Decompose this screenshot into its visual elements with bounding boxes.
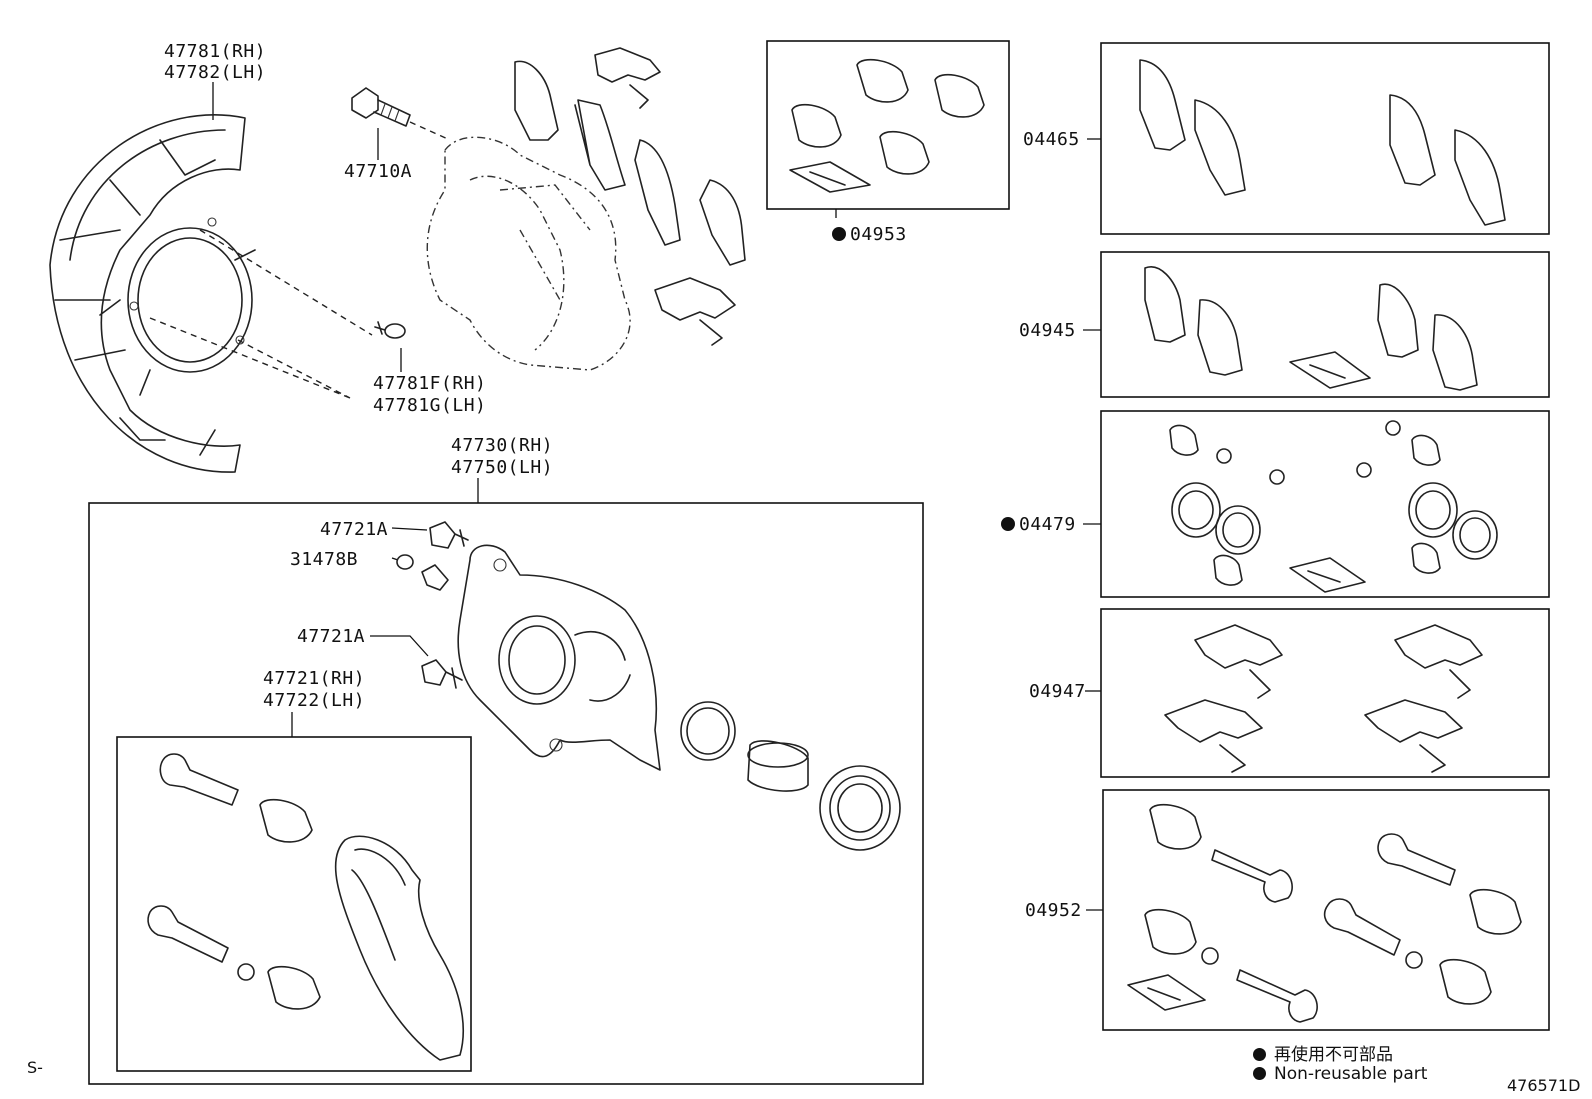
top-clips-drawing — [594, 47, 736, 346]
top-brake-pads-drawing — [514, 60, 746, 266]
kit-04947-drawing — [1164, 624, 1483, 773]
kit-label-04953: 04953 — [832, 225, 907, 245]
label-slide-pin-rh: 47721(RH) — [263, 668, 366, 689]
label-dust-shield-lh: 47782(LH) — [164, 62, 267, 83]
kit-box-04465 — [1100, 42, 1550, 235]
label-bleeder-plug: 47721A — [320, 519, 389, 540]
non-reusable-marker-icon — [1001, 517, 1015, 531]
legend-en: Non-reusable part — [1253, 1064, 1427, 1084]
kit-box-04945 — [1100, 251, 1550, 398]
label-slide-pin-lh: 47722(LH) — [263, 690, 366, 711]
drawing-number: 476571D — [1507, 1076, 1581, 1095]
label-dust-shield-rh: 47781(RH) — [164, 41, 267, 62]
label-caliper-assembly-lh: 47750(LH) — [451, 457, 554, 478]
shield-screw-drawing — [374, 321, 406, 339]
caliper-phantom-drawing — [426, 136, 631, 371]
caliper-body-drawing — [457, 544, 661, 771]
kit-label-04952: 04952 — [1025, 900, 1082, 921]
caliper-bolt-drawing — [351, 87, 411, 127]
kit-label-04945: 04945 — [1019, 320, 1076, 341]
label-shield-screw-rh: 47781F(RH) — [373, 373, 487, 394]
kit-label-04479: 04479 — [1001, 515, 1076, 535]
kit-04945-drawing — [1144, 266, 1478, 391]
label-bleeder-cap: 31478B — [290, 549, 359, 570]
caliper-assembly-box — [88, 502, 924, 1085]
kit-label-04465: 04465 — [1023, 129, 1080, 150]
kit-04952-drawing — [1127, 803, 1522, 1023]
non-reusable-marker-icon — [1253, 1067, 1266, 1080]
label-bleeder-plug-2: 47721A — [297, 626, 366, 647]
kit-box-04479 — [1100, 410, 1550, 598]
non-reusable-marker-icon — [1253, 1048, 1266, 1061]
legend-jp: 再使用不可部品 — [1253, 1040, 1393, 1065]
slide-pin-drawings — [147, 753, 464, 1061]
kit-04953-drawing — [789, 58, 985, 193]
dust-shield-drawing — [49, 114, 256, 473]
kit-label-04947: 04947 — [1029, 681, 1086, 702]
kit-box-04947 — [1100, 608, 1550, 778]
label-caliper-bolt: 47710A — [344, 161, 413, 182]
piston-set-drawing — [680, 701, 901, 851]
kit-04479-drawing — [1169, 420, 1498, 593]
label-shield-screw-lh: 47781G(LH) — [373, 395, 487, 416]
page-prefix: S- — [27, 1058, 43, 1077]
kit-04465-drawing — [1139, 59, 1506, 226]
label-caliper-assembly-rh: 47730(RH) — [451, 435, 554, 456]
bleeder-plug-drawings — [396, 521, 469, 689]
slide-pin-box — [116, 736, 472, 1072]
non-reusable-marker-icon — [832, 227, 846, 241]
kit-box-04953 — [766, 40, 1010, 210]
